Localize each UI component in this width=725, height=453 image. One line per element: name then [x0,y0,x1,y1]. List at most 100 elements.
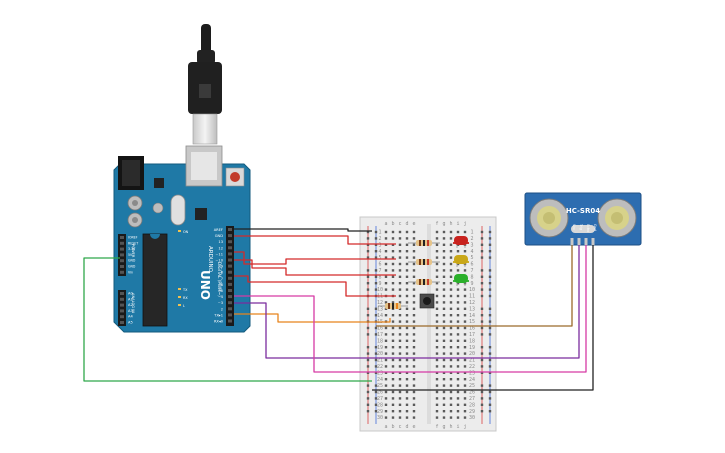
pin-label-4: ~11 [215,252,223,256]
pin-label-11: 4 [221,295,224,299]
row-number: 4 [378,249,381,255]
rx-led-label: RX [183,296,188,300]
sensor-model-label: HC-SR04 [566,207,600,215]
row-number: 6 [378,262,381,268]
col-label-bottom-d: d [405,424,408,430]
header-pins [120,228,232,324]
arduino-uno-board: ARDUINO UNO DIGITAL (PWM~) POWER ANALOG … [113,145,251,333]
row-number: 6 [470,262,473,268]
row-number: 19 [469,345,475,351]
pin-label-7: 8 [221,271,224,275]
col-label-bottom-c: c [398,424,401,430]
analog-pin-label-5: A5 [128,321,133,325]
row-number: 5 [378,255,381,261]
col-label-top-d: d [405,221,408,227]
push-button[interactable] [419,293,435,309]
power-pin-label-3: 5V [128,253,133,257]
resistor-3 [408,279,440,285]
row-number: 12 [377,300,383,306]
reset-button[interactable] [230,172,240,182]
col-label-bottom-a: a [384,424,387,430]
row-number: 13 [377,306,383,312]
wire-pin10-red [234,251,396,265]
row-number: 5 [470,255,473,261]
col-label-top-b: b [391,221,394,227]
row-number: 18 [469,338,475,344]
row-number: 30 [377,415,383,421]
breadboard-holes [366,230,492,419]
maker-label: ARDUINO [207,246,213,273]
resistor-2 [408,259,440,265]
row-number: 9 [470,281,473,287]
row-number: 23 [377,370,383,376]
row-number: 24 [377,377,383,383]
row-number: 11 [469,294,475,300]
row-number: 12 [469,300,475,306]
row-number: 29 [377,409,383,415]
row-number: 24 [469,377,475,383]
wire-vcc-brown [376,245,573,327]
col-label-top-h: h [449,221,452,227]
wire-echo-magenta [234,245,587,373]
analog-pin-label-0: A0 [128,292,133,296]
row-number: 15 [469,319,475,325]
row-number: 28 [377,402,383,408]
col-label-top-f: f [435,221,438,227]
pin-label-2: 13 [218,240,223,244]
row-number: 10 [377,287,383,293]
resistors [378,240,440,309]
row-number: 10 [469,287,475,293]
row-number: 26 [469,390,475,396]
row-number: 17 [377,332,383,338]
col-label-bottom-i: i [456,424,459,430]
row-number: 20 [469,351,475,357]
row-number: 2 [378,236,381,242]
row-number: 2 [470,236,473,242]
row-number: 14 [469,313,475,319]
pin-label-12: ~3 [218,301,223,305]
col-label-bottom-h: h [449,424,452,430]
digital-label: DIGITAL (PWM~) [217,262,222,297]
col-label-bottom-f: f [435,424,438,430]
analog-label: ANALOG IN [131,293,135,313]
analog-pin-label-4: A4 [128,315,133,319]
row-number: 27 [469,396,475,402]
row-number: 3 [470,242,473,248]
resistor-1 [408,240,440,246]
wires [83,228,594,391]
row-number: 26 [377,390,383,396]
row-number: 19 [377,345,383,351]
led-yellow [453,255,469,267]
row-number: 23 [469,370,475,376]
on-led-label: ON [183,230,189,234]
row-number: 20 [377,351,383,357]
sensor-pin-vcc: Vcc [572,224,576,230]
led-red [453,236,469,248]
tx-led-label: TX [182,288,188,292]
row-number: 7 [470,268,473,274]
col-label-bottom-g: g [442,424,445,430]
wire-pin9-red [234,259,396,276]
leds [453,236,469,286]
row-number: 17 [469,332,475,338]
pin-label-9: ~6 [218,283,224,287]
row-number: 22 [469,364,475,370]
row-number: 16 [469,326,475,332]
analog-pin-label-1: A1 [128,297,133,301]
row-number: 25 [377,383,383,389]
analog-pin-label-2: A2 [128,303,133,307]
row-number: 27 [377,396,383,402]
col-label-top-e: e [412,221,415,227]
row-number: 22 [377,364,383,370]
col-label-top-a: a [384,221,387,227]
row-number: 8 [470,274,473,280]
row-number: 21 [377,358,383,364]
row-number: 1 [378,230,381,236]
pin-label-15: RX◂0 [214,320,224,324]
col-label-top-i: i [456,221,459,227]
